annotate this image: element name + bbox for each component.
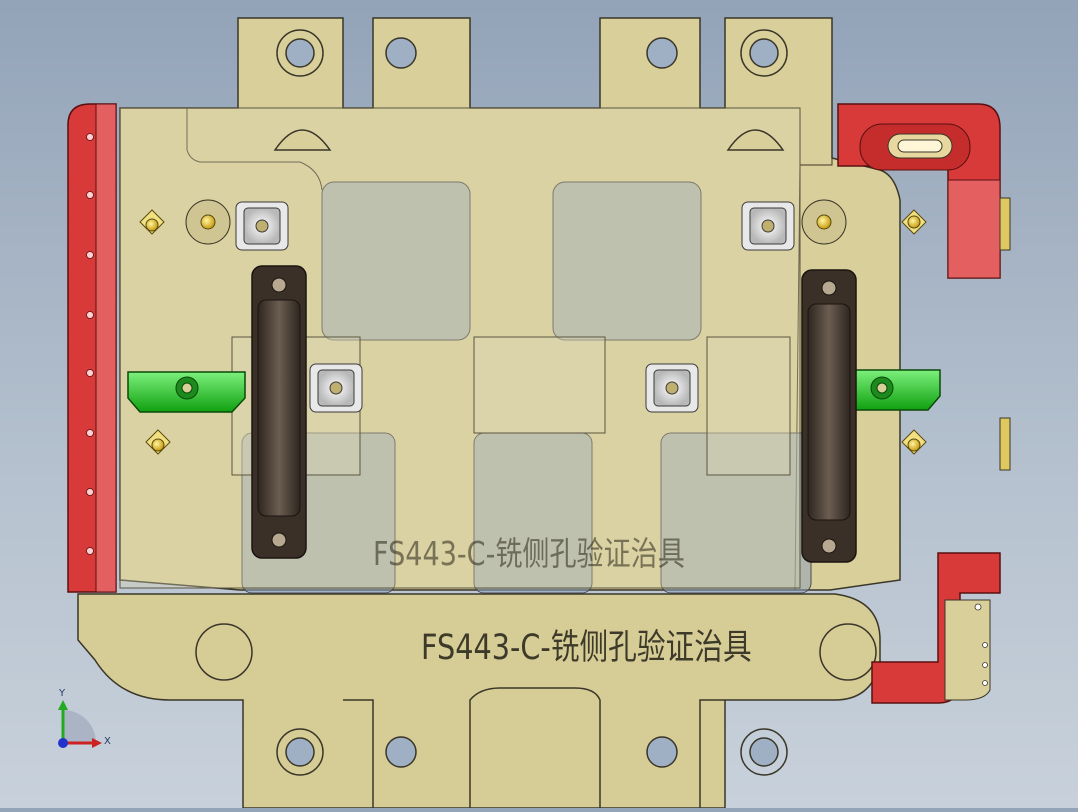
support-pads (235, 201, 795, 413)
bottom-notch (343, 687, 725, 808)
triad-y-label: Y (59, 688, 66, 699)
green-clamp-right (849, 369, 941, 411)
base-plate (77, 593, 881, 809)
half-moon-slots (273, 129, 785, 151)
mount-holes (195, 29, 877, 776)
coordinate-triad: Y X Z (40, 680, 120, 760)
right-top-locator (837, 103, 1011, 471)
plate-inner-edge (186, 108, 323, 191)
green-clamp-left (127, 371, 246, 413)
left-locator-rail (67, 103, 117, 593)
right-bottom-locator (871, 552, 1001, 704)
locating-pins (139, 199, 927, 455)
transparent-overlay (119, 107, 801, 589)
toggle-clamp-right (801, 269, 857, 563)
toggle-clamp-left (251, 265, 307, 559)
triad-axes-icon (58, 700, 102, 748)
plate-inner-edge-right (794, 150, 833, 591)
engraving-text-upper: FS443-C-铣侧孔验证治具 (373, 534, 685, 573)
engraving-text-lower: FS443-C-铣侧孔验证治具 (421, 628, 752, 668)
triad-x-label: X (104, 736, 111, 747)
